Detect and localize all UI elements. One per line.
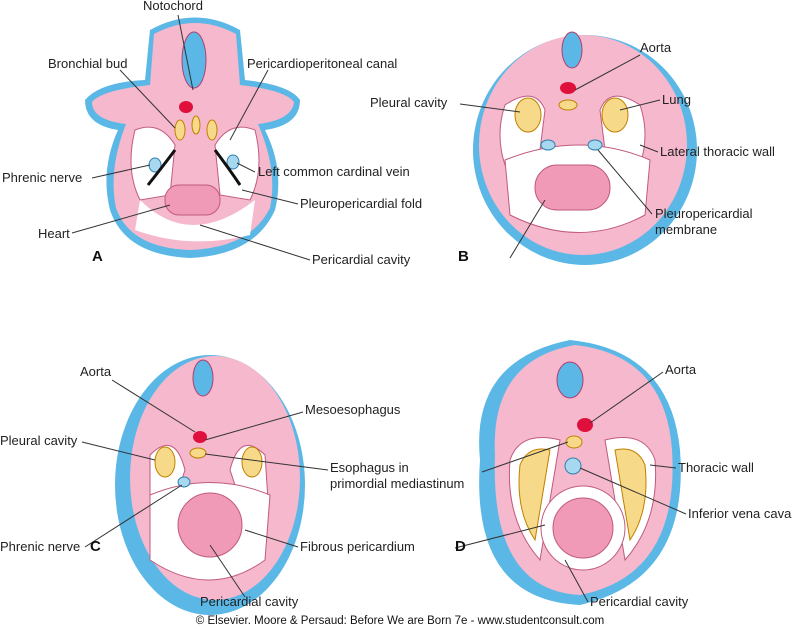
label-fibrous-pericardium: Fibrous pericardium <box>300 539 415 554</box>
label-mesoesophagus: Mesoesophagus <box>305 402 401 417</box>
panel-letter-b: B <box>458 248 469 265</box>
label-pleuropericardial: Pleuropericardial <box>655 206 753 221</box>
panel-letter-a: A <box>92 248 103 265</box>
panel-d-section <box>479 340 681 605</box>
leader-lines <box>71 14 687 603</box>
copyright-footer: © Elsevier. Moore & Persaud: Before We a… <box>195 615 605 627</box>
label-phrenic-nerve-c: Phrenic nerve <box>0 539 81 554</box>
panel-letter-d: D <box>455 538 466 555</box>
label-notochord: Notochord <box>143 0 203 13</box>
label-aorta-b: Aorta <box>640 40 672 55</box>
label-primordial-mediastinum: primordial mediastinum <box>330 476 465 491</box>
label-left-common-cardinal-vein: Left common cardinal vein <box>258 164 410 179</box>
label-phrenic-nerve-a: Phrenic nerve <box>2 170 83 185</box>
label-pleuropericardial-fold: Pleuropericardial fold <box>300 196 423 211</box>
label-membrane: membrane <box>655 222 718 237</box>
label-thoracic-wall: Thoracic wall <box>678 460 754 475</box>
panel-b-section <box>473 31 697 265</box>
label-bronchial-bud: Bronchial bud <box>48 56 128 71</box>
label-pleural-cavity-c: Pleural cavity <box>0 433 78 448</box>
label-pericardial-cavity-c: Pericardial cavity <box>200 594 299 609</box>
label-pericardial-cavity-a: Pericardial cavity <box>312 252 411 267</box>
label-heart: Heart <box>38 226 70 241</box>
label-pleural-cavity-b: Pleural cavity <box>370 95 448 110</box>
label-esophagus-in: Esophagus in <box>330 460 409 475</box>
label-pericardial-cavity-d: Pericardial cavity <box>590 594 689 609</box>
label-inferior-vena-cava: Inferior vena cava <box>688 506 792 521</box>
panel-letter-c: C <box>90 538 101 555</box>
label-aorta-c: Aorta <box>80 364 112 379</box>
label-aorta-d: Aorta <box>665 362 697 377</box>
label-lateral-thoracic-wall: Lateral thoracic wall <box>660 144 775 159</box>
label-pericardioperitoneal-canal: Pericardioperitoneal canal <box>247 56 398 71</box>
panel-c-section <box>115 355 305 615</box>
panel-a-section <box>85 17 300 258</box>
label-lung: Lung <box>662 92 691 107</box>
